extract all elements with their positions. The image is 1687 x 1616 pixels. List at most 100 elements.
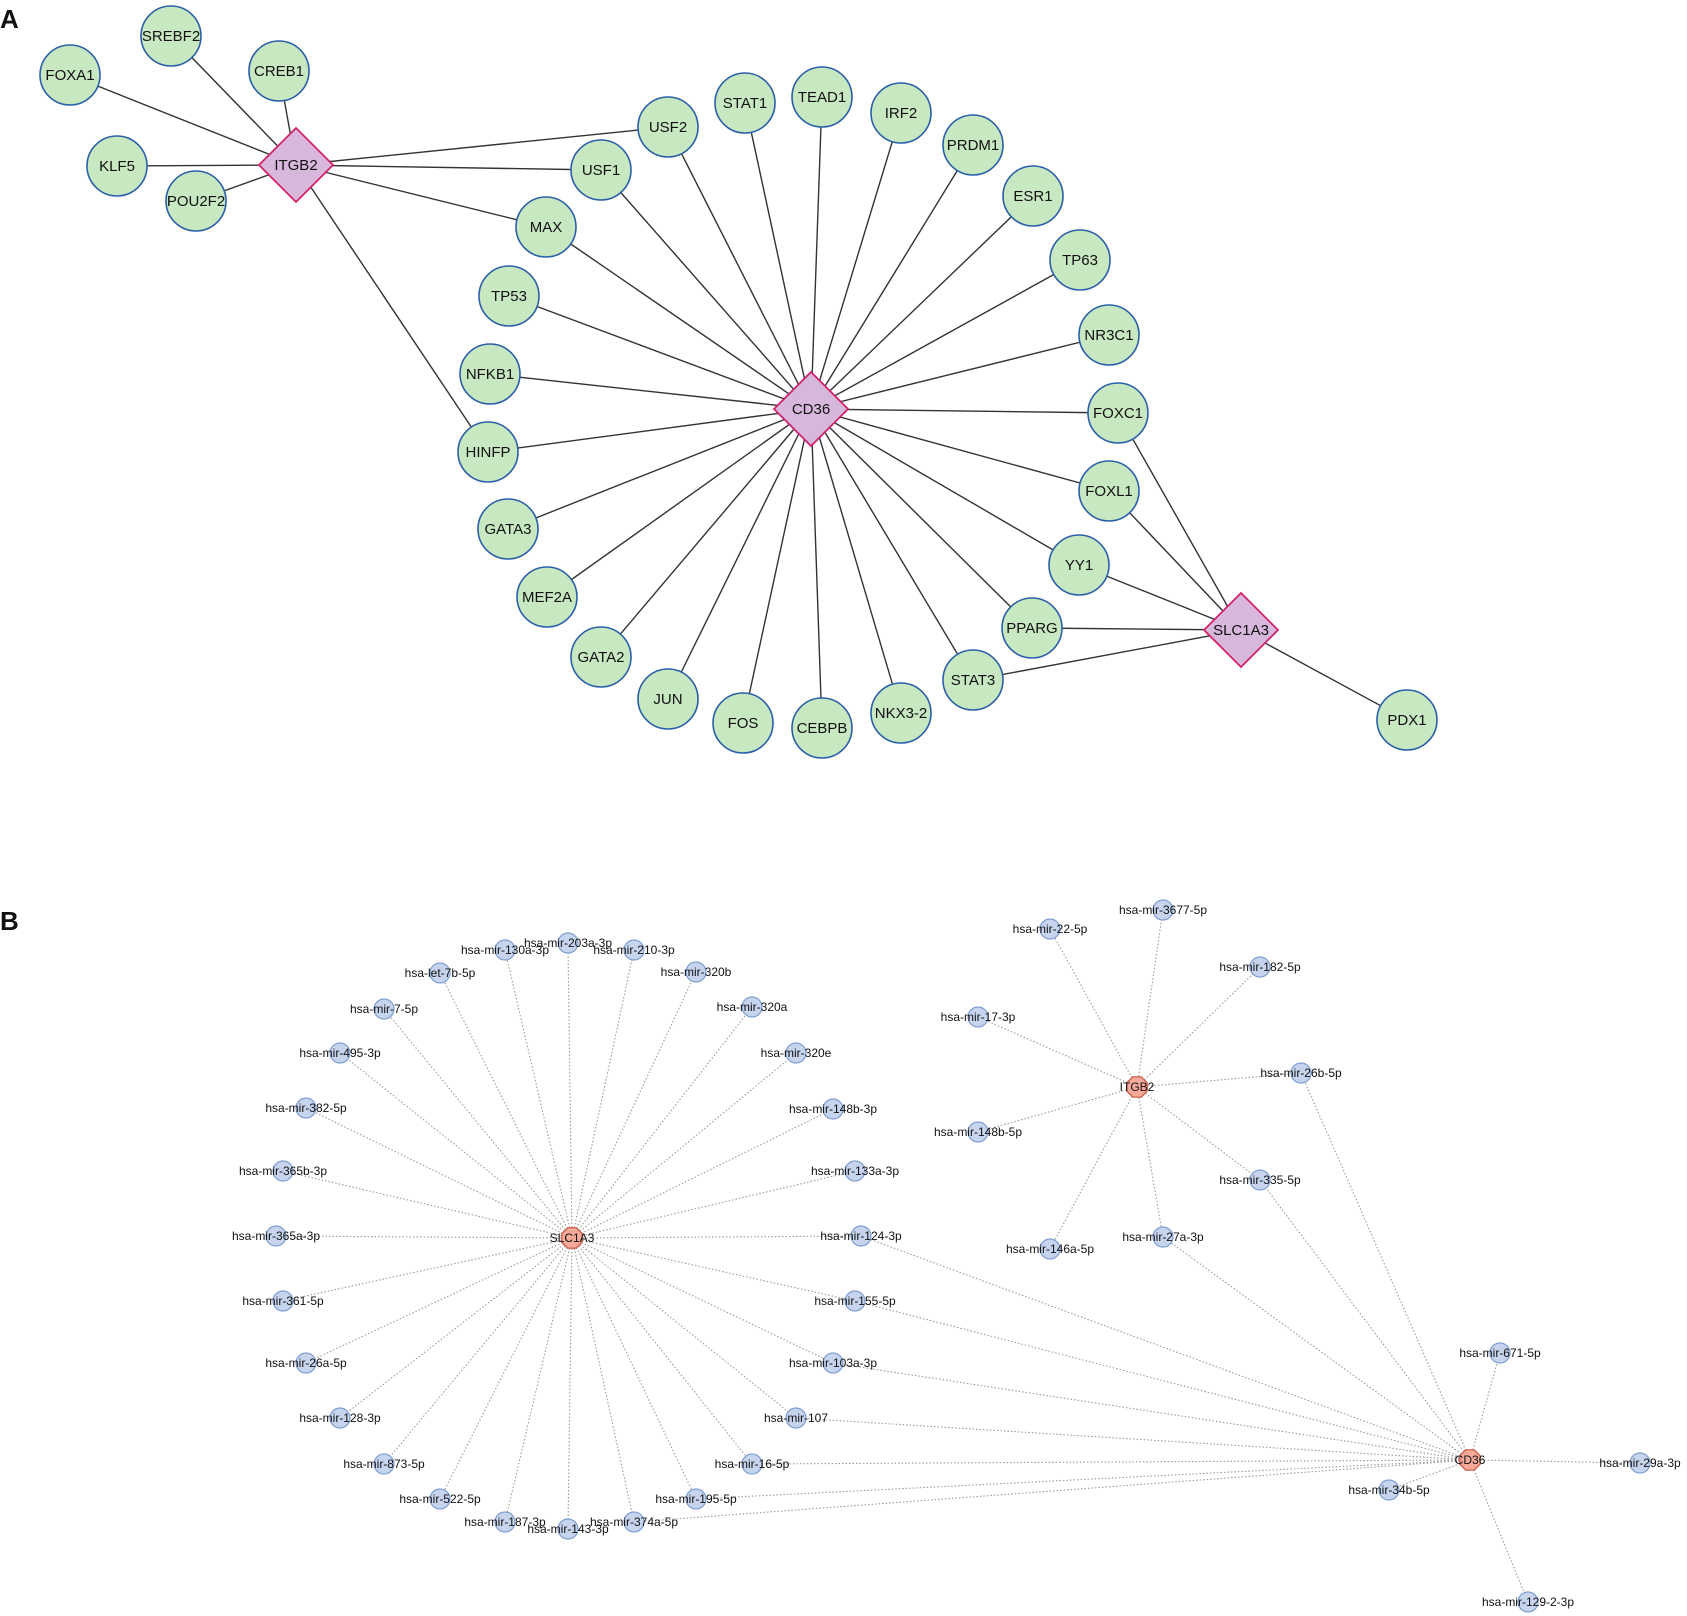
mirna-node-hsa-mir-27a-3p[interactable]: hsa-mir-27a-3p bbox=[1122, 1226, 1204, 1248]
mirna-node-hsa-mir-210-3p[interactable]: hsa-mir-210-3p bbox=[593, 939, 675, 961]
mirna-node-hsa-mir-203a-3p[interactable]: hsa-mir-203a-3p bbox=[524, 932, 612, 954]
mirna-node-circle bbox=[329, 1407, 351, 1429]
tf-node-pou2f2[interactable]: POU2F2 bbox=[165, 170, 227, 232]
mirna-node-hsa-mir-374a-5p[interactable]: hsa-mir-374a-5p bbox=[590, 1511, 678, 1533]
mirna-node-hsa-mir-382-5p[interactable]: hsa-mir-382-5p bbox=[265, 1097, 347, 1119]
tf-node-gata2[interactable]: GATA2 bbox=[570, 626, 632, 688]
mirna-node-circle bbox=[1290, 1062, 1312, 1084]
mirna-node-hsa-mir-365b-3p[interactable]: hsa-mir-365b-3p bbox=[239, 1160, 327, 1182]
mirna-node-hsa-mir-495-3p[interactable]: hsa-mir-495-3p bbox=[299, 1042, 381, 1064]
tf-node-jun[interactable]: JUN bbox=[637, 668, 699, 730]
mirna-node-hsa-mir-29a-3p[interactable]: hsa-mir-29a-3p bbox=[1599, 1452, 1681, 1474]
mirna-node-hsa-mir-182-5p[interactable]: hsa-mir-182-5p bbox=[1219, 956, 1301, 978]
tf-node-circle bbox=[1376, 689, 1438, 751]
hub-a-node-slc1a3[interactable]: SLC1A3 bbox=[1202, 591, 1280, 669]
mirna-node-hsa-mir-146a-5p[interactable]: hsa-mir-146a-5p bbox=[1006, 1238, 1094, 1260]
mirna-node-hsa-let-7b-5p[interactable]: hsa-let-7b-5p bbox=[405, 962, 476, 984]
tf-node-cebpb[interactable]: CEBPB bbox=[791, 697, 853, 759]
mirna-node-hsa-mir-187-3p[interactable]: hsa-mir-187-3p bbox=[464, 1511, 546, 1533]
mirna-node-hsa-mir-3677-5p[interactable]: hsa-mir-3677-5p bbox=[1119, 899, 1207, 921]
mirna-node-hsa-mir-195-5p[interactable]: hsa-mir-195-5p bbox=[655, 1488, 737, 1510]
hub-a-node-itgb2[interactable]: ITGB2 bbox=[257, 126, 335, 204]
mirna-node-hsa-mir-130a-3p[interactable]: hsa-mir-130a-3p bbox=[461, 939, 549, 961]
mirna-node-hsa-mir-148b-3p[interactable]: hsa-mir-148b-3p bbox=[789, 1098, 877, 1120]
mirna-node-hsa-mir-320b[interactable]: hsa-mir-320b bbox=[661, 961, 732, 983]
tf-node-irf2[interactable]: IRF2 bbox=[870, 82, 932, 144]
mirna-node-hsa-mir-155-5p[interactable]: hsa-mir-155-5p bbox=[814, 1290, 896, 1312]
tf-node-tp63[interactable]: TP63 bbox=[1049, 229, 1111, 291]
mirna-node-hsa-mir-335-5p[interactable]: hsa-mir-335-5p bbox=[1219, 1169, 1301, 1191]
mirna-node-hsa-mir-128-3p[interactable]: hsa-mir-128-3p bbox=[299, 1407, 381, 1429]
tf-node-label: PRDM1 bbox=[947, 137, 1000, 154]
mirna-node-hsa-mir-16-5p[interactable]: hsa-mir-16-5p bbox=[715, 1453, 790, 1475]
edge-b-itgb2-hsa-mir-146a-5p bbox=[1049, 1086, 1138, 1250]
tf-node-fos[interactable]: FOS bbox=[712, 692, 774, 754]
tf-node-srebf2[interactable]: SREBF2 bbox=[140, 5, 202, 67]
mirna-node-label: hsa-mir-16-5p bbox=[715, 1457, 790, 1471]
mirna-node-hsa-mir-361-5p[interactable]: hsa-mir-361-5p bbox=[242, 1290, 324, 1312]
mirna-node-circle bbox=[844, 1290, 866, 1312]
mirna-node-hsa-mir-365a-3p[interactable]: hsa-mir-365a-3p bbox=[232, 1225, 320, 1247]
tf-node-label: TP63 bbox=[1062, 252, 1098, 269]
tf-node-nr3c1[interactable]: NR3C1 bbox=[1078, 304, 1140, 366]
hub-a-node-cd36[interactable]: CD36 bbox=[772, 370, 850, 448]
mirna-node-hsa-mir-7-5p[interactable]: hsa-mir-7-5p bbox=[350, 998, 418, 1020]
hub-b-node-slc1a3[interactable]: SLC1A3 bbox=[550, 1227, 595, 1249]
mirna-node-hsa-mir-133a-3p[interactable]: hsa-mir-133a-3p bbox=[811, 1160, 899, 1182]
hub-b-node-itgb2[interactable]: ITGB2 bbox=[1120, 1076, 1155, 1098]
tf-node-circle bbox=[1078, 304, 1140, 366]
tf-node-stat3[interactable]: STAT3 bbox=[942, 649, 1004, 711]
mirna-node-hsa-mir-124-3p[interactable]: hsa-mir-124-3p bbox=[820, 1225, 902, 1247]
tf-node-mef2a[interactable]: MEF2A bbox=[516, 566, 578, 628]
tf-node-pdx1[interactable]: PDX1 bbox=[1376, 689, 1438, 751]
tf-node-stat1[interactable]: STAT1 bbox=[714, 72, 776, 134]
mirna-node-hsa-mir-22-5p[interactable]: hsa-mir-22-5p bbox=[1013, 918, 1088, 940]
tf-node-foxc1[interactable]: FOXC1 bbox=[1087, 382, 1149, 444]
tf-node-klf5[interactable]: KLF5 bbox=[86, 135, 148, 197]
mirna-node-hsa-mir-320e[interactable]: hsa-mir-320e bbox=[761, 1042, 832, 1064]
tf-node-circle bbox=[477, 498, 539, 560]
tf-node-hinfp[interactable]: HINFP bbox=[457, 421, 519, 483]
mirna-node-hsa-mir-129-2-3p[interactable]: hsa-mir-129-2-3p bbox=[1482, 1591, 1574, 1613]
tf-node-max[interactable]: MAX bbox=[515, 196, 577, 258]
tf-node-pparg[interactable]: PPARG bbox=[1001, 597, 1063, 659]
mirna-node-hsa-mir-873-5p[interactable]: hsa-mir-873-5p bbox=[343, 1453, 425, 1475]
mirna-node-hsa-mir-34b-5p[interactable]: hsa-mir-34b-5p bbox=[1348, 1479, 1430, 1501]
hub-b-node-cd36[interactable]: CD36 bbox=[1455, 1449, 1486, 1471]
tf-node-tp53[interactable]: TP53 bbox=[478, 265, 540, 327]
tf-node-nfkb1[interactable]: NFKB1 bbox=[459, 343, 521, 405]
tf-node-nkx3-2[interactable]: NKX3-2 bbox=[870, 682, 932, 744]
mirna-node-hsa-mir-143-3p[interactable]: hsa-mir-143-3p bbox=[527, 1518, 609, 1540]
tf-node-foxl1[interactable]: FOXL1 bbox=[1078, 460, 1140, 522]
mirna-node-hsa-mir-522-5p[interactable]: hsa-mir-522-5p bbox=[399, 1488, 481, 1510]
mirna-node-label: hsa-mir-22-5p bbox=[1013, 922, 1088, 936]
mirna-node-hsa-mir-26b-5p[interactable]: hsa-mir-26b-5p bbox=[1260, 1062, 1342, 1084]
mirna-node-label: hsa-mir-320a bbox=[717, 1000, 788, 1014]
mirna-node-label: hsa-mir-148b-5p bbox=[934, 1125, 1022, 1139]
mirna-node-hsa-mir-107[interactable]: hsa-mir-107 bbox=[764, 1407, 828, 1429]
hub-a-diamond bbox=[772, 370, 850, 448]
mirna-node-label: hsa-mir-143-3p bbox=[527, 1522, 609, 1536]
edge-b-cd36-hsa-mir-129-2-3p bbox=[1469, 1459, 1529, 1603]
mirna-node-circle bbox=[295, 1097, 317, 1119]
edge-b-cd36-hsa-mir-26b-5p bbox=[1300, 1072, 1471, 1461]
tf-node-esr1[interactable]: ESR1 bbox=[1002, 165, 1064, 227]
tf-node-label: GATA3 bbox=[485, 521, 532, 538]
mirna-node-circle bbox=[272, 1290, 294, 1312]
mirna-node-hsa-mir-17-3p[interactable]: hsa-mir-17-3p bbox=[941, 1006, 1016, 1028]
tf-node-gata3[interactable]: GATA3 bbox=[477, 498, 539, 560]
tf-node-usf1[interactable]: USF1 bbox=[570, 139, 632, 201]
mirna-node-hsa-mir-671-5p[interactable]: hsa-mir-671-5p bbox=[1459, 1342, 1541, 1364]
tf-node-yy1[interactable]: YY1 bbox=[1048, 534, 1110, 596]
mirna-node-hsa-mir-103a-3p[interactable]: hsa-mir-103a-3p bbox=[789, 1352, 877, 1374]
edge-b-slc1a3-hsa-mir-133a-3p bbox=[571, 1170, 856, 1239]
tf-node-creb1[interactable]: CREB1 bbox=[248, 40, 310, 102]
mirna-node-circle bbox=[785, 1407, 807, 1429]
mirna-node-hsa-mir-26a-5p[interactable]: hsa-mir-26a-5p bbox=[265, 1352, 347, 1374]
tf-node-foxa1[interactable]: FOXA1 bbox=[39, 44, 101, 106]
tf-node-tead1[interactable]: TEAD1 bbox=[791, 66, 853, 128]
tf-node-usf2[interactable]: USF2 bbox=[637, 96, 699, 158]
mirna-node-hsa-mir-148b-5p[interactable]: hsa-mir-148b-5p bbox=[934, 1121, 1022, 1143]
tf-node-prdm1[interactable]: PRDM1 bbox=[942, 114, 1004, 176]
mirna-node-hsa-mir-320a[interactable]: hsa-mir-320a bbox=[717, 996, 788, 1018]
